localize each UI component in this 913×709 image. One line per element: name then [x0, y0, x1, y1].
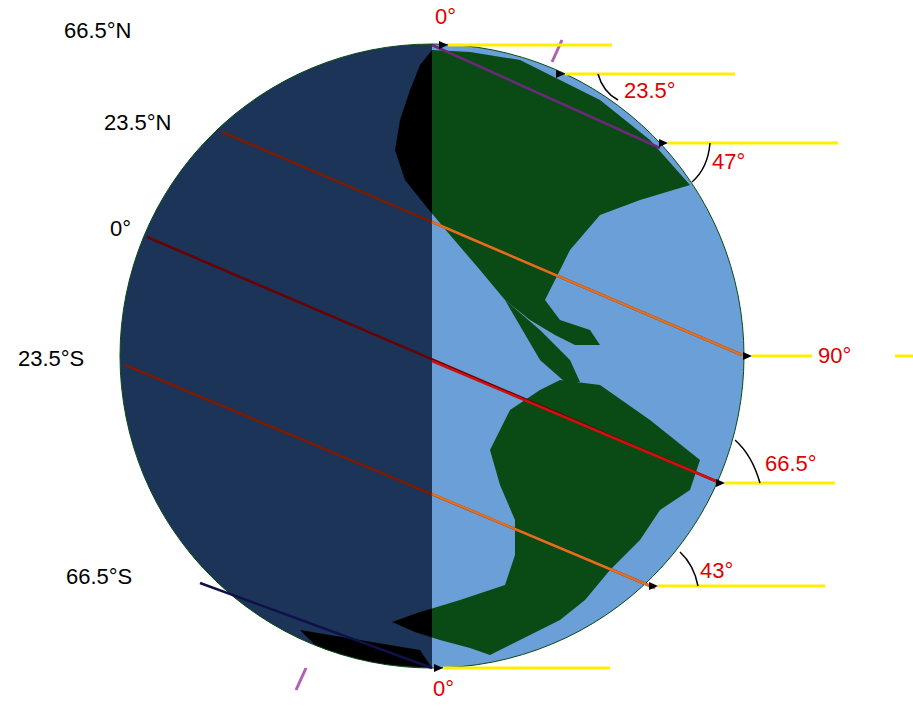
ray-angle-label: 23.5° — [624, 80, 676, 102]
latitude-label: 66.5°S — [66, 566, 132, 588]
ray-angle-label: 90° — [818, 345, 851, 367]
latitude-label: 66.5°N — [64, 20, 132, 42]
ray-angle-label: 66.5° — [765, 453, 817, 475]
ray-angle-label: 0° — [435, 6, 456, 28]
latitude-label: 23.5°N — [104, 112, 172, 134]
latitude-label: 23.5°S — [18, 348, 84, 370]
ray-angle-label: 47° — [712, 151, 745, 173]
ray-angle-label: 43° — [700, 560, 733, 582]
latitude-label: 0° — [110, 218, 131, 240]
ray-angle-label: 0° — [433, 678, 454, 700]
